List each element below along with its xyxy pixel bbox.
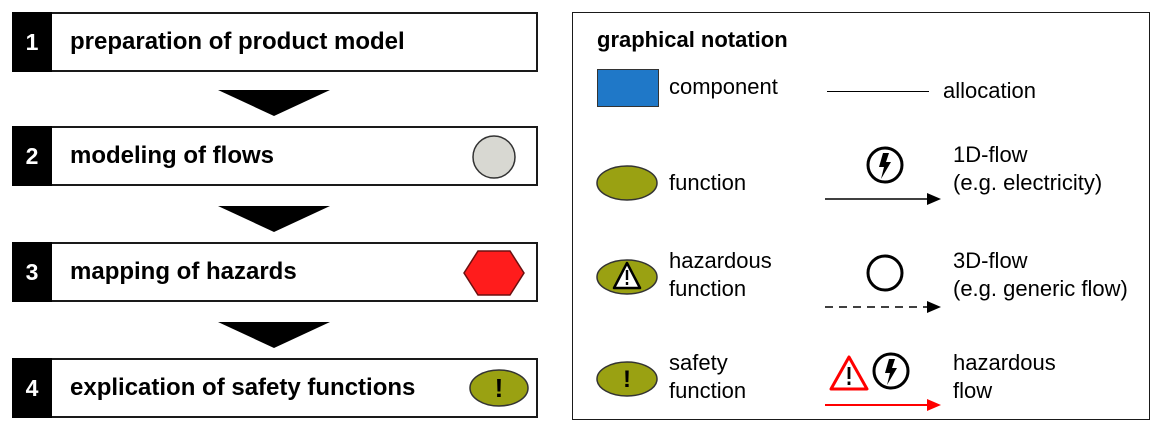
legend-flow-3d-label: 3D-flow (e.g. generic flow) — [953, 247, 1128, 303]
legend-title: graphical notation — [597, 27, 788, 52]
step-label: modeling of flows — [70, 142, 274, 169]
flow-3d-icon — [825, 254, 941, 313]
step-number: 4 — [12, 358, 52, 418]
legend-flow-1d-label: 1D-flow (e.g. electricity) — [953, 141, 1102, 197]
down-arrow-icon — [218, 90, 330, 116]
legend-flow-1d-line2: (e.g. electricity) — [953, 170, 1103, 195]
step-3: 3 mapping of hazards — [12, 242, 538, 302]
step-label: preparation of product model — [70, 28, 405, 55]
legend-safety-function-line2: function — [669, 378, 747, 403]
down-arrow-icon — [218, 322, 330, 348]
legend-hazardous-flow-line2: flow — [953, 378, 993, 403]
hexagon-icon — [463, 250, 525, 296]
step-label: mapping of hazards — [70, 258, 297, 285]
hazardous-flow-icon — [825, 352, 941, 411]
down-arrow-icon — [218, 206, 330, 232]
legend-safety-function-line1: safety — [669, 350, 728, 375]
flow-1d-icon — [825, 146, 941, 205]
legend-hazardous-function-label: hazardous function — [669, 247, 772, 303]
legend-flow-3d-line1: 3D-flow — [953, 248, 1028, 273]
legend-hazardous-function-line1: hazardous — [669, 248, 772, 273]
legend-hazardous-flow-label: hazardous flow — [953, 349, 1056, 405]
legend-function-label: function — [669, 170, 747, 195]
legend-flow-3d-line2: (e.g. generic flow) — [953, 276, 1128, 301]
function-ellipse-icon — [596, 165, 658, 201]
legend-hazardous-function-line2: function — [669, 276, 747, 301]
step-number: 3 — [12, 242, 52, 302]
step-number: 1 — [12, 12, 52, 72]
allocation-line-icon — [827, 91, 929, 92]
step-label: explication of safety functions — [70, 374, 416, 401]
legend-flow-1d-line1: 1D-flow — [953, 142, 1028, 167]
legend-panel: graphical notation component allocation … — [572, 12, 1150, 420]
safety-function-icon: ! — [596, 361, 658, 397]
hazardous-function-icon — [596, 259, 658, 295]
exclamation-mark: ! — [495, 373, 504, 403]
step-number: 2 — [12, 126, 52, 186]
legend-component-label: component — [669, 74, 778, 99]
exclamation-mark: ! — [623, 366, 631, 393]
legend-allocation-label: allocation — [943, 78, 1036, 103]
step-2: 2 modeling of flows — [12, 126, 538, 186]
exclamation-ellipse-icon: ! — [469, 369, 529, 407]
step-1: 1 preparation of product model — [12, 12, 538, 72]
legend-hazardous-flow-line1: hazardous — [953, 350, 1056, 375]
legend-safety-function-label: safety function — [669, 349, 746, 405]
component-icon — [597, 69, 659, 107]
circle-icon — [472, 135, 516, 179]
step-4: 4 explication of safety functions ! — [12, 358, 538, 418]
